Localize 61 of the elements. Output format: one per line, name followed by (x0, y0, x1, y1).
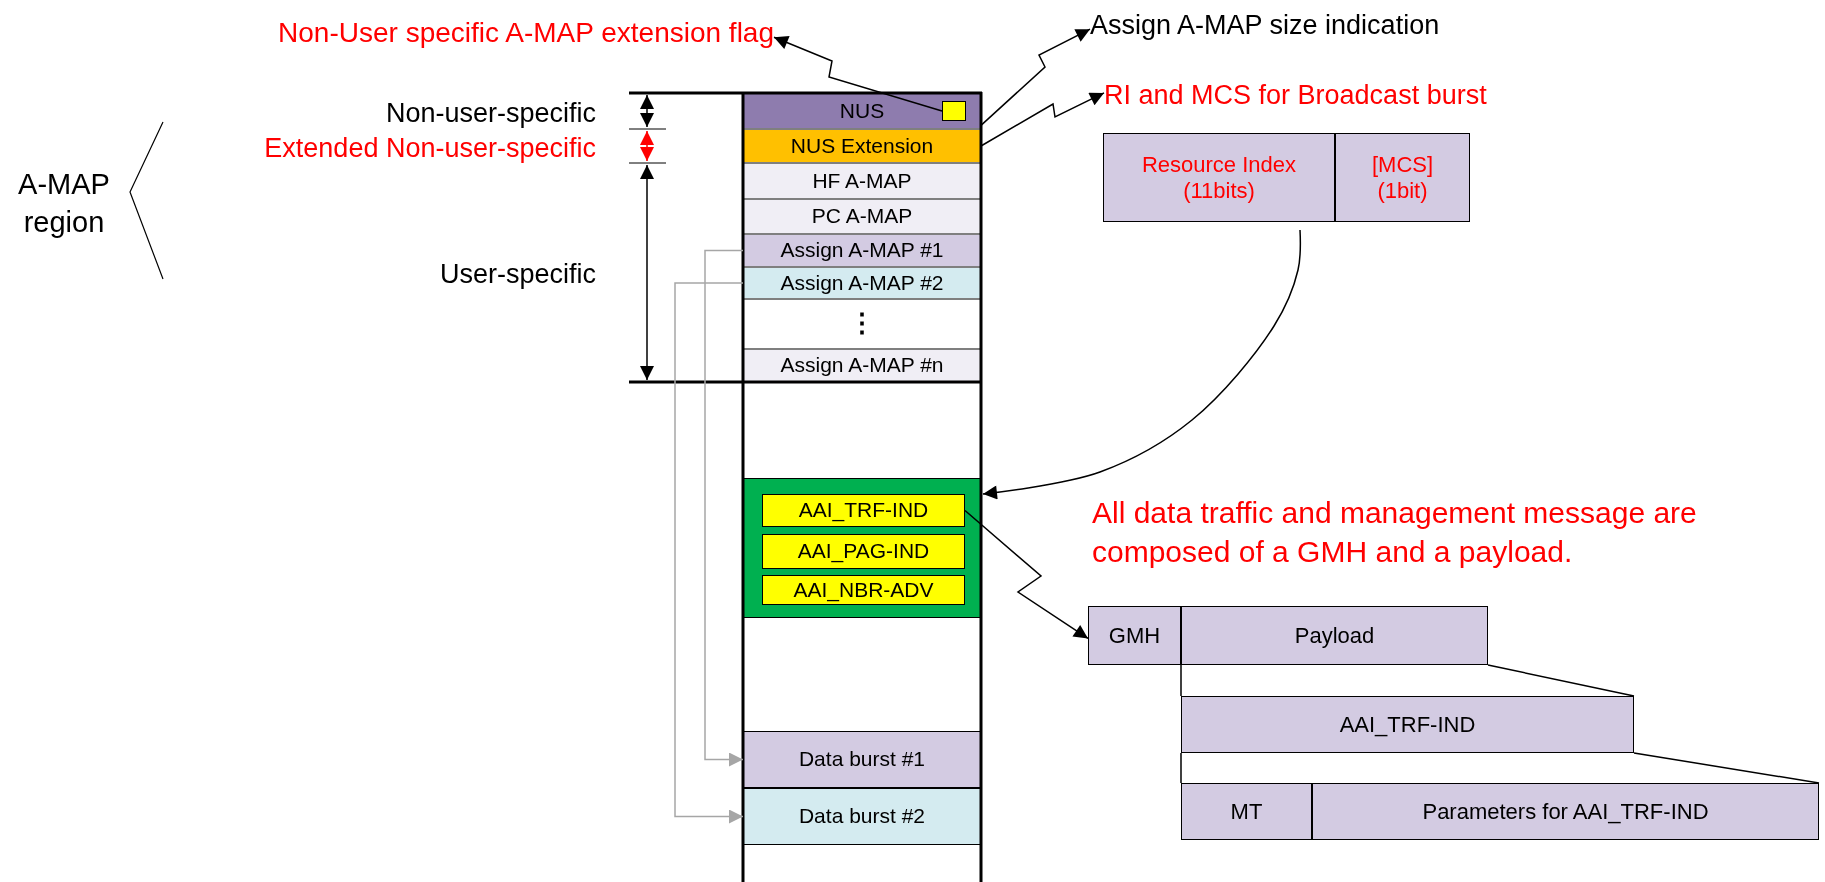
box-label: Assign A-MAP #2 (780, 270, 944, 296)
box-label: Data burst #1 (798, 747, 926, 772)
box-label: Assign A-MAP #n (780, 353, 944, 378)
box-label: Assign A-MAP #1 (780, 238, 944, 263)
arrow (964, 509, 1089, 640)
box-label: [MCS] (1bit) (1370, 152, 1435, 203)
map-row (743, 129, 981, 163)
map-row (743, 349, 981, 382)
region-label: A-MAP region (17, 167, 111, 240)
field-box (1335, 133, 1470, 222)
box-label: AAI_TRF-IND (798, 498, 929, 523)
box-label: PC A-MAP (811, 204, 913, 229)
arrow (674, 282, 744, 824)
box-label: GMH (1108, 622, 1161, 649)
box-label: Data burst #2 (798, 804, 926, 829)
annotation-text: RI and MCS for Broadcast burst (1104, 74, 1574, 116)
message-box (762, 534, 965, 569)
map-row (743, 234, 981, 267)
box-label: AAI_PAG-IND (797, 539, 930, 564)
box-label: Parameters for AAI_TRF-IND (1422, 798, 1709, 825)
map-row (743, 93, 981, 129)
arrow (980, 92, 1105, 147)
field-box (1312, 783, 1819, 840)
map-row (743, 299, 981, 349)
connector-line (1633, 752, 1820, 784)
box-label: NUS (839, 98, 885, 124)
map-row (743, 267, 981, 299)
box-label: NUS Extension (790, 133, 934, 159)
arrow (704, 249, 744, 767)
data-burst-row (743, 731, 981, 788)
message-box (762, 575, 965, 605)
connector-line (1180, 752, 1182, 784)
annotation-text: Non-User specific A-MAP extension flag (182, 12, 774, 54)
field-box (1181, 696, 1634, 753)
box-label: Payload (1294, 622, 1375, 649)
note-text: All data traffic and management message are composed of a GMH and a payload. (1092, 495, 1698, 570)
box-label: Resource Index (11bits) (1140, 152, 1298, 203)
box-label: HF A-MAP (812, 168, 912, 194)
region-label: Non-user-specific (384, 97, 596, 130)
region-label: Extended Non-user-specific (263, 132, 596, 165)
message-container (743, 478, 981, 618)
flag-square (942, 101, 966, 121)
message-box (762, 494, 965, 527)
data-burst-row (743, 788, 981, 845)
annotation-text: Assign A-MAP size indication (1090, 4, 1530, 46)
box-label: MT (1230, 798, 1263, 825)
map-row (743, 199, 981, 234)
box-label: AAI_NBR-ADV (793, 577, 934, 603)
connector-line (1487, 664, 1635, 697)
arrow (980, 28, 1091, 127)
map-row (743, 163, 981, 199)
field-box (1181, 606, 1488, 665)
field-box (1181, 783, 1312, 840)
box-label: AAI_TRF-IND (1339, 711, 1476, 738)
field-box (1088, 606, 1181, 665)
ellipsis: ⋮ (849, 309, 875, 339)
region-label: User-specific (438, 258, 596, 291)
field-box (1103, 133, 1335, 222)
arrow (773, 36, 943, 112)
connector-line (1180, 664, 1182, 697)
arrow (982, 229, 1301, 500)
